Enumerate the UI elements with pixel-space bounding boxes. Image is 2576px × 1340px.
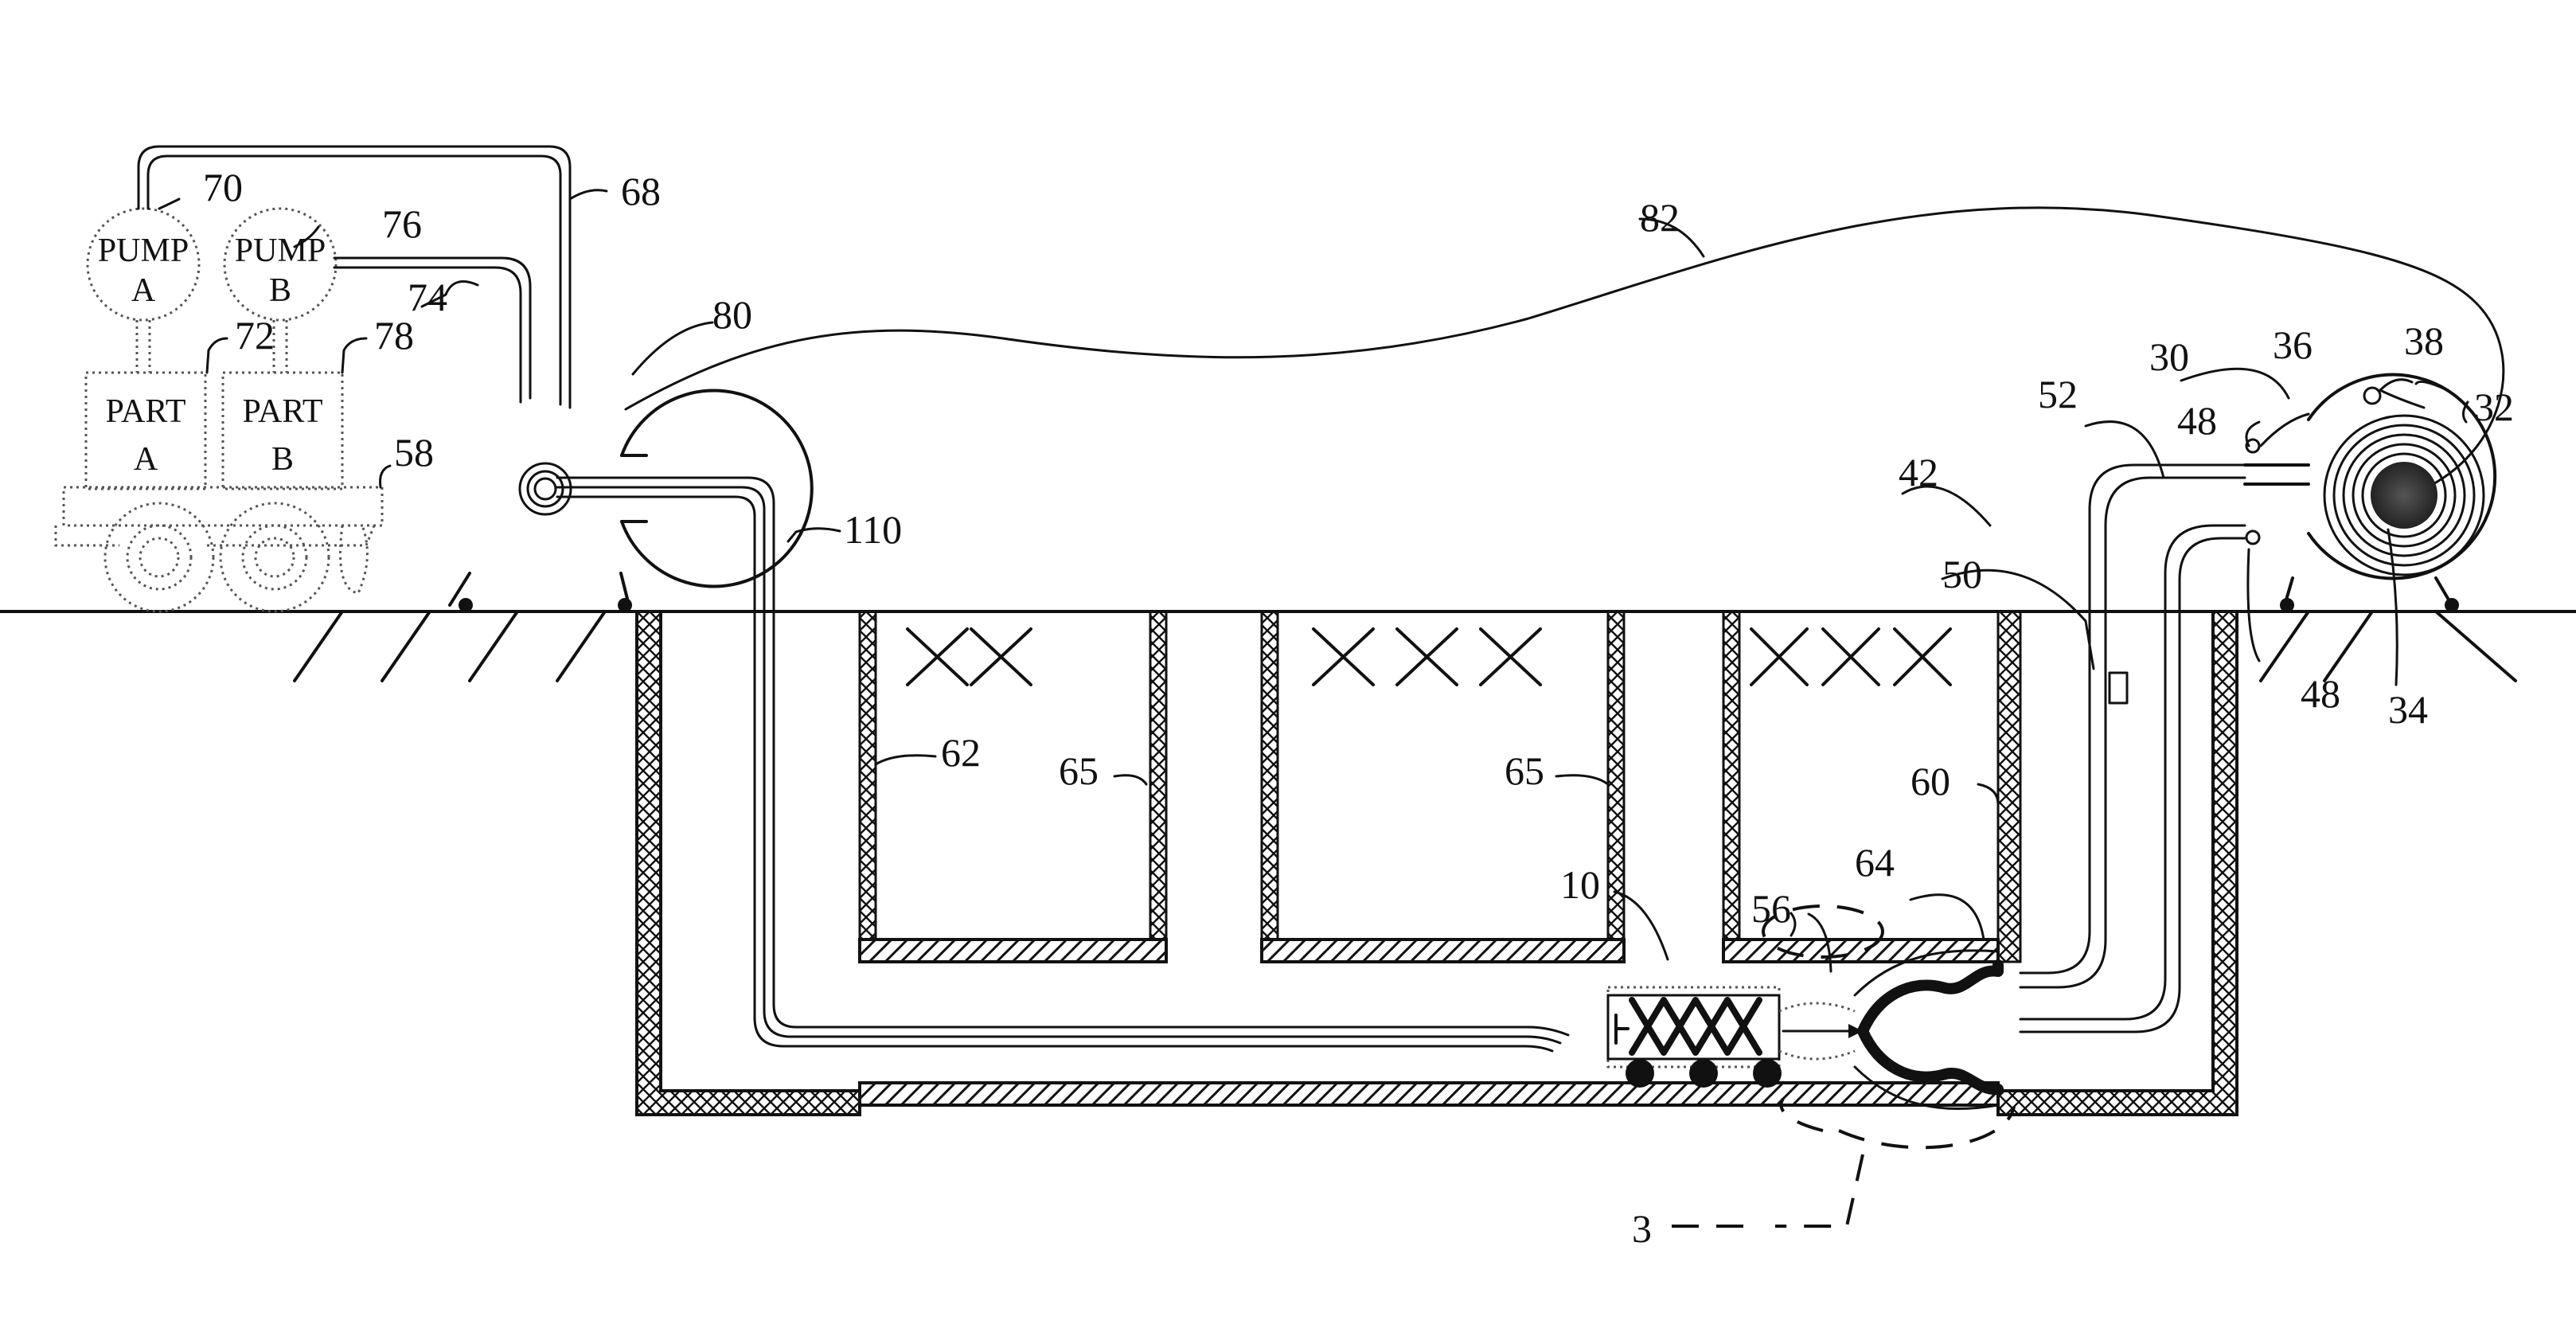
- backfill-marks: [907, 629, 1950, 685]
- ref-30: 30: [2149, 334, 2189, 379]
- ref-56: 56: [1751, 886, 1791, 931]
- ground: [0, 611, 2576, 681]
- ref-110: 110: [844, 507, 902, 552]
- ref-52: 52: [2038, 372, 2078, 416]
- ref-82: 82: [1640, 195, 1680, 240]
- pump-a-label-1: PUMP: [98, 232, 189, 269]
- ref-38: 38: [2404, 318, 2444, 363]
- ref-76: 76: [382, 201, 422, 246]
- ref-64: 64: [1855, 840, 1895, 885]
- ref-36: 36: [2273, 322, 2313, 367]
- ref-70: 70: [203, 165, 243, 209]
- ref-62: 62: [941, 730, 981, 775]
- ref-58: 58: [394, 430, 434, 475]
- pump-b-label-2: B: [269, 272, 291, 309]
- pump-b-label-1: PUMP: [235, 232, 326, 269]
- part-a-label-2: A: [134, 441, 158, 478]
- ref-3: 3: [1632, 1206, 1652, 1251]
- ref-65b: 65: [1505, 748, 1544, 793]
- ref-80: 80: [712, 292, 752, 337]
- host-pipe: [860, 940, 1998, 1105]
- ref-32: 32: [2474, 385, 2514, 429]
- ref-65a: 65: [1059, 748, 1099, 793]
- ref-78: 78: [374, 313, 414, 357]
- ref-48b: 48: [2301, 671, 2340, 716]
- trailer: [56, 487, 382, 611]
- part-b-label-2: B: [271, 441, 294, 478]
- pump-a: PUMP A: [88, 209, 199, 320]
- part-a-label-1: PART: [106, 393, 186, 430]
- part-b-label-1: PART: [243, 393, 323, 430]
- pump-a-label-2: A: [131, 272, 156, 309]
- ref-48a: 48: [2177, 398, 2217, 443]
- ref-72: 72: [235, 313, 275, 357]
- launcher-10: [1608, 987, 1863, 1088]
- cable-82: [626, 208, 2504, 494]
- sensor-50: [2110, 673, 2127, 703]
- ref-10: 10: [1560, 862, 1600, 907]
- hoses-42: [2020, 465, 2245, 1032]
- pump-b: PUMP B: [224, 209, 336, 320]
- ref-34: 34: [2388, 687, 2428, 732]
- ref-60: 60: [1911, 759, 1950, 803]
- ref-42: 42: [1899, 450, 1938, 494]
- part-a-container: PART A: [86, 373, 205, 489]
- reel-30: [2245, 375, 2495, 613]
- ref-68: 68: [621, 169, 661, 213]
- part-b-container: PART B: [223, 373, 342, 489]
- liner-drum: [450, 390, 812, 612]
- leader-lines: [159, 190, 2468, 971]
- ref-50: 50: [1942, 552, 1982, 596]
